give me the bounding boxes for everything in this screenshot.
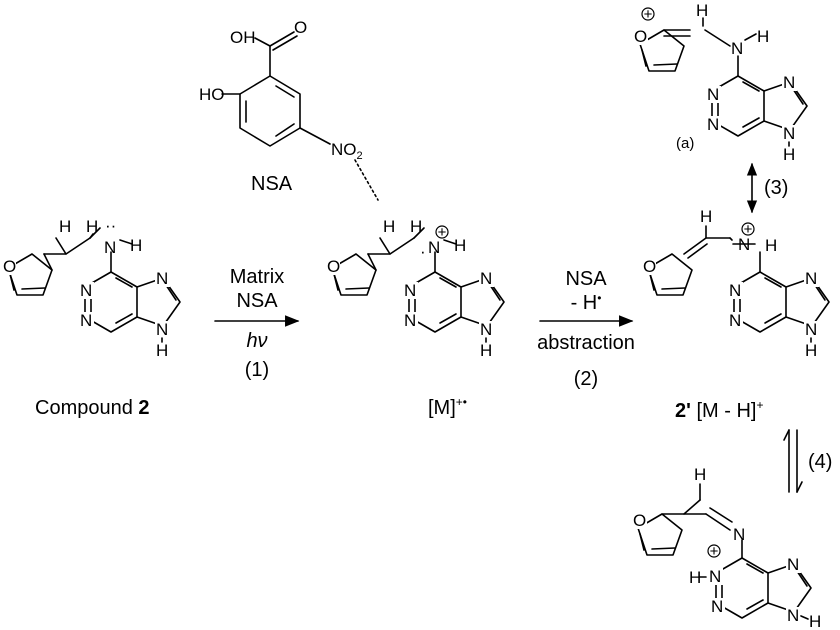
tautomer-atom-n-imine: N	[733, 525, 745, 544]
oxonium-atom-n3: N	[707, 115, 719, 134]
step3-number: (3)	[764, 177, 788, 199]
nsa-molecule: OH O HO NO2 NSA	[199, 18, 379, 201]
arrow-step-2: NSA - H• abstraction (2)	[537, 268, 635, 390]
compound2-atom-n-amine: N	[104, 238, 116, 257]
radical-atom-h1: H	[383, 217, 395, 236]
iminium-atom-n7: N	[805, 269, 817, 288]
radical-atom-n1: N	[404, 281, 416, 300]
oxonium-atom-n7: N	[783, 73, 795, 92]
radical-charge: +	[438, 224, 447, 241]
step2-number: (2)	[574, 368, 598, 390]
compound2-atom-n1: N	[80, 281, 92, 300]
arrow-step-3: (3)	[746, 162, 788, 214]
nsa-atom-oh: OH	[230, 28, 256, 47]
compound2-atom-h9: H	[156, 341, 168, 360]
compound2-atom-n9: N	[156, 320, 168, 339]
radical-atom-n9: N	[480, 320, 492, 339]
iminium-2prime: H N + H O N N N N H 2' [M - H]+	[641, 207, 830, 422]
step1-matrix-label: Matrix	[230, 266, 284, 288]
tautomer-atom-h-ring: H	[689, 568, 701, 587]
tautomer-atom-h9: H	[809, 612, 821, 630]
iminium-charge: +	[744, 221, 753, 238]
iminium-atom-n9: N	[805, 320, 817, 339]
radical-cation: H H N · + H O N N N N H [M]+•	[325, 217, 505, 419]
arrow-step-1: Matrix NSA hν (1)	[214, 266, 300, 381]
compound-2: H H N ·· H O N N N N H Compound 2	[1, 216, 181, 419]
tautomer-atom-n3: N	[711, 597, 723, 616]
compound2-atom-h3: H	[130, 236, 142, 255]
step4-number: (4)	[808, 451, 832, 473]
nsa-name: NSA	[251, 173, 293, 195]
iminium-caption: 2' [M - H]+	[675, 398, 763, 422]
nsa-atom-no2: NO2	[331, 140, 363, 162]
step2-nsa-label: NSA	[565, 268, 607, 290]
step2-h-label: - H•	[571, 291, 602, 314]
tautomer: H O N + H N N N N H	[632, 465, 821, 630]
radical-atom-h3: H	[454, 236, 466, 255]
compound2-atom-h2: H	[86, 217, 98, 236]
oxonium-atom-o: O	[634, 27, 647, 46]
iminium-atom-h-n: H	[765, 236, 777, 255]
oxonium-atom-h9: H	[783, 145, 795, 164]
step2-abstraction-label: abstraction	[537, 332, 635, 354]
tautomer-atom-n9: N	[787, 606, 799, 625]
iminium-atom-h9: H	[805, 341, 817, 360]
compound2-caption: Compound 2	[35, 397, 150, 419]
radical-atom-n7: N	[480, 269, 492, 288]
tautomer-charge: +	[710, 543, 719, 560]
compound2-atom-n3: N	[80, 311, 92, 330]
nsa-atom-o: O	[294, 18, 307, 37]
tautomer-atom-h-vinyl: H	[694, 465, 706, 484]
compound2-lone-pair: ··	[105, 216, 116, 235]
oxonium-atom-n9: N	[783, 124, 795, 143]
nsa-atom-ho: HO	[199, 85, 225, 104]
step1-nsa-label: NSA	[236, 290, 278, 312]
iminium-atom-n-amine: N	[738, 235, 750, 254]
radical-atom-n3: N	[404, 311, 416, 330]
iminium-atom-h-vinyl: H	[700, 207, 712, 226]
radical-atom-n-amine: N	[428, 238, 440, 257]
radical-atom-h9: H	[480, 341, 492, 360]
step1-hv-label: hν	[246, 330, 267, 352]
oxonium-atom-h-vinyl: H	[696, 1, 708, 20]
tautomer-atom-o: O	[633, 511, 646, 530]
oxonium-atom-n-amine: N	[731, 39, 743, 58]
oxonium-atom-h-n: H	[757, 27, 769, 46]
iminium-atom-o: O	[643, 257, 656, 276]
radical-atom-o: O	[327, 257, 340, 276]
compound2-atom-h1: H	[59, 217, 71, 236]
oxonium-atom-n1: N	[707, 85, 719, 104]
oxonium-form: + O H N H N N N N H (a)	[633, 1, 808, 164]
oxonium-label: (a)	[676, 135, 694, 152]
compound2-atom-n7: N	[156, 269, 168, 288]
compound2-atom-o: O	[3, 257, 16, 276]
radical-atom-h2: H	[410, 217, 422, 236]
radical-caption: [M]+•	[428, 395, 467, 419]
iminium-atom-n1: N	[729, 281, 741, 300]
iminium-atom-n3: N	[729, 311, 741, 330]
step1-number: (1)	[245, 359, 269, 381]
arrow-step-4: (4)	[783, 429, 832, 493]
tautomer-atom-n7: N	[787, 555, 799, 574]
tautomer-atom-n1: N	[709, 567, 721, 586]
oxonium-charge: +	[644, 6, 653, 23]
radical-dot: ·	[420, 242, 426, 261]
